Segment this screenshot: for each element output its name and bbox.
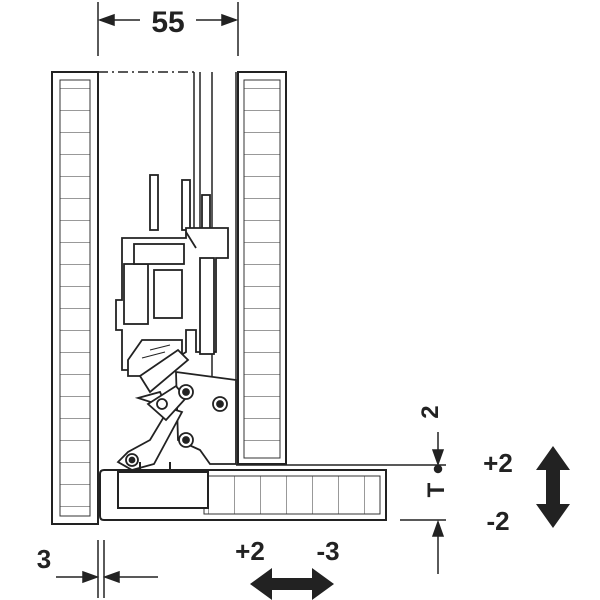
thickness-label: T bbox=[423, 482, 450, 497]
hinge-arm bbox=[115, 174, 229, 394]
left-cabinet-panel bbox=[51, 71, 99, 525]
right-cabinet-panel bbox=[237, 71, 287, 465]
horizontal-adjust-arrow-icon bbox=[250, 568, 334, 600]
gap-dimension bbox=[56, 540, 158, 598]
width-dimension bbox=[97, 2, 239, 56]
gap-label: 3 bbox=[37, 544, 51, 574]
horizontal-minus-label: -3 bbox=[316, 536, 339, 566]
vertical-offset-label: 2 bbox=[417, 405, 444, 418]
vertical-plus-label: +2 bbox=[483, 448, 513, 478]
vertical-dimension bbox=[386, 432, 446, 574]
vertical-minus-label: -2 bbox=[486, 506, 509, 536]
width-label: 55 bbox=[151, 6, 184, 39]
horizontal-plus-label: +2 bbox=[235, 536, 265, 566]
hinge-cup bbox=[117, 462, 209, 509]
hinge-linkage bbox=[116, 370, 237, 471]
vertical-adjust-arrow-icon bbox=[536, 446, 570, 528]
